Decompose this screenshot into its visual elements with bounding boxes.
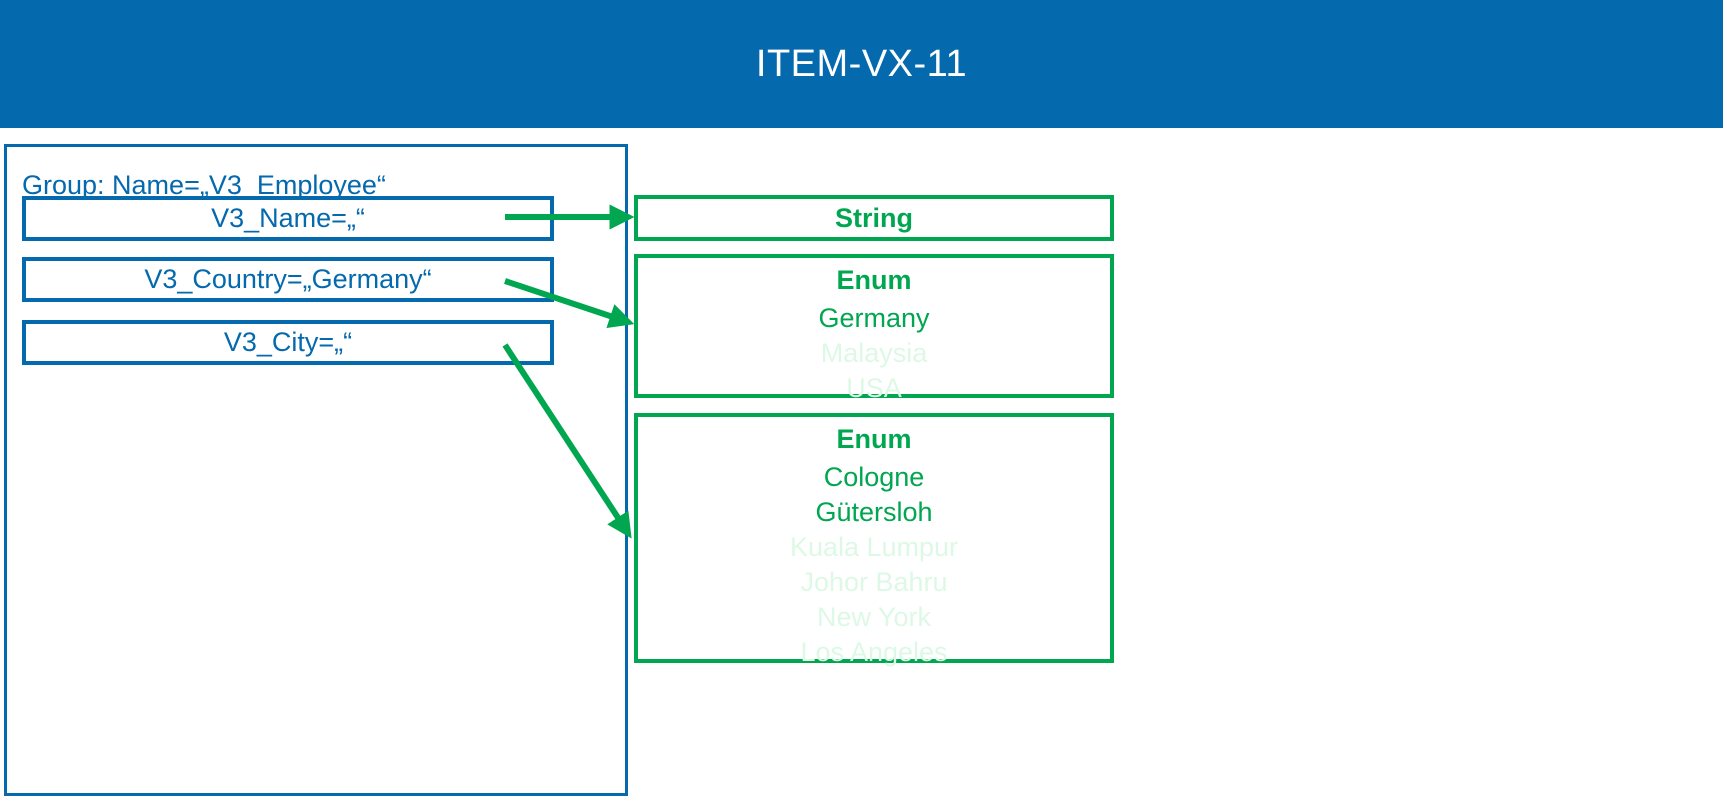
- type-box-country-title: Enum: [836, 265, 912, 295]
- enum-option-johor-bahru[interactable]: Johor Bahru: [800, 567, 948, 597]
- type-box-string: String: [634, 195, 1114, 241]
- page-title: ITEM-VX-11: [755, 42, 968, 85]
- field-box-v3-city[interactable]: V3_City=„“: [22, 320, 554, 365]
- group-label: Group: Name=„V3_Employee“: [22, 170, 386, 200]
- enum-option-kuala-lumpur[interactable]: Kuala Lumpur: [789, 532, 959, 562]
- enum-option-new-york[interactable]: New York: [816, 602, 932, 632]
- type-box-string-title: String: [835, 202, 913, 233]
- field-box-v3-country[interactable]: V3_Country=„Germany“: [22, 257, 554, 302]
- type-box-city-enum: Enum Cologne Gütersloh Kuala Lumpur Joho…: [634, 413, 1114, 667]
- enum-option-malaysia[interactable]: Malaysia: [820, 338, 928, 368]
- group-panel: [4, 144, 628, 796]
- type-box-city-title: Enum: [836, 424, 912, 454]
- field-box-v3-name[interactable]: V3_Name=„“: [22, 196, 554, 241]
- enum-option-germany[interactable]: Germany: [818, 303, 930, 333]
- header-banner: [0, 0, 1723, 128]
- enum-option-guetersloh[interactable]: Gütersloh: [815, 497, 933, 527]
- type-box-country-enum: Enum Germany Malaysia USA: [634, 254, 1114, 403]
- enum-option-usa[interactable]: USA: [846, 373, 902, 403]
- enum-option-los-angeles[interactable]: Los Angeles: [800, 637, 948, 667]
- enum-option-cologne[interactable]: Cologne: [823, 462, 925, 492]
